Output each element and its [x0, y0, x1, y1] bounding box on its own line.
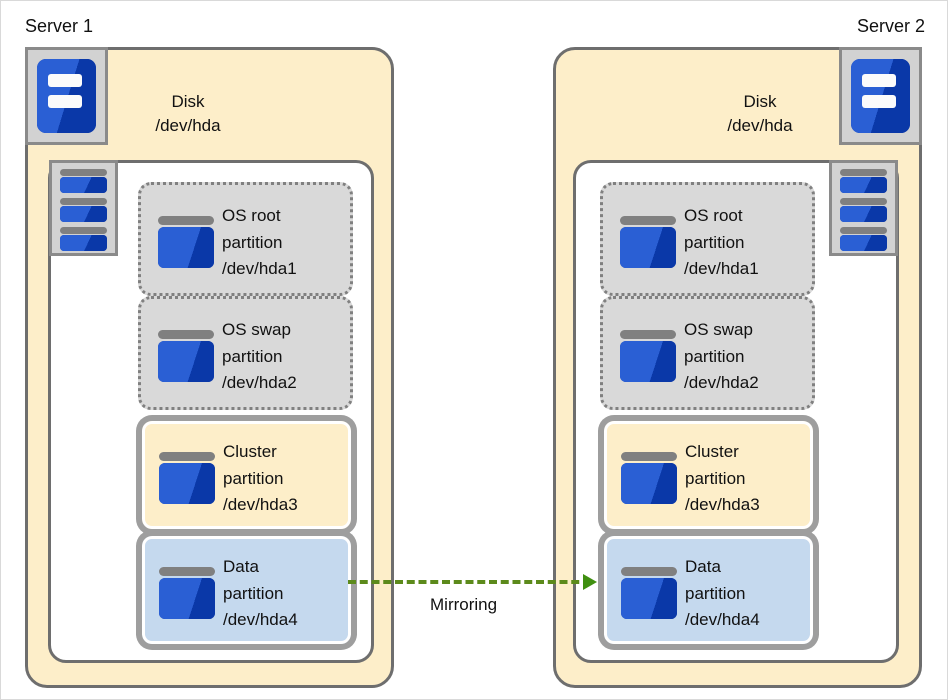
partition-label-line-1: OS swap — [222, 320, 291, 339]
partition-disk-icon — [620, 330, 676, 382]
disk-label-line-1: Disk — [171, 92, 205, 111]
partition-disk-icon — [621, 567, 677, 619]
server-2-partition-cluster[interactable]: Cluster partition /dev/hda3 — [601, 418, 816, 532]
disk-body — [158, 227, 214, 268]
server-1-partition-os-swap[interactable]: OS swap partition /dev/hda2 — [138, 296, 353, 410]
disk-cap — [840, 198, 887, 205]
partition-label-line-2: partition — [685, 583, 746, 603]
disk-body — [620, 227, 676, 268]
partition-label-line-2: partition — [222, 232, 283, 252]
partition-label-line-1: Data — [685, 557, 721, 576]
disk-cap — [840, 227, 887, 234]
disk-body — [840, 206, 887, 222]
mirroring-connector-line — [348, 580, 591, 584]
partition-label-line-1: OS swap — [684, 320, 753, 339]
partition-label-line-3: /dev/hda3 — [223, 495, 298, 514]
partition-label: Cluster partition /dev/hda3 — [223, 439, 298, 519]
partition-label-line-1: OS root — [222, 206, 281, 225]
partition-label-line-2: partition — [223, 468, 284, 488]
partition-disk-icon — [158, 216, 214, 268]
disk-cap — [840, 169, 887, 176]
disk-cap — [158, 330, 214, 339]
disk-cap — [60, 198, 107, 205]
mirroring-label: Mirroring — [430, 595, 498, 614]
server-icon-bar-top — [48, 74, 82, 87]
partition-disk-icon — [158, 330, 214, 382]
disk-body — [621, 463, 677, 504]
disk-body — [159, 578, 215, 619]
disk-cap — [60, 169, 107, 176]
partition-label-line-3: /dev/hda4 — [223, 610, 298, 629]
disk-cap — [620, 330, 676, 339]
disk-body — [621, 578, 677, 619]
partition-label-line-1: Cluster — [223, 442, 277, 461]
partition-label-line-1: OS root — [684, 206, 743, 225]
server-icon-bar-bottom — [48, 95, 82, 108]
disk-body — [620, 341, 676, 382]
partition-label: OS root partition /dev/hda1 — [222, 203, 297, 283]
server-icon-bar-bottom — [862, 95, 896, 108]
partition-label: Data partition /dev/hda4 — [685, 554, 760, 634]
server-1-tower-icon — [25, 47, 108, 145]
partition-label-line-2: partition — [223, 583, 284, 603]
disk-cap — [621, 452, 677, 461]
partition-label-line-3: /dev/hda2 — [684, 373, 759, 392]
disk-cap — [620, 216, 676, 225]
partition-disk-icon — [159, 452, 215, 504]
server-2-title: Server 2 — [857, 16, 926, 36]
partition-label-line-3: /dev/hda1 — [222, 259, 297, 278]
disk-cap — [159, 567, 215, 576]
disk-body — [840, 177, 887, 193]
partition-label-line-2: partition — [222, 346, 283, 366]
server-tower-icon-body — [851, 59, 910, 133]
partition-label: OS swap partition /dev/hda2 — [684, 317, 759, 397]
partition-label-line-3: /dev/hda1 — [684, 259, 759, 278]
partition-label-line-3: /dev/hda2 — [222, 373, 297, 392]
partition-label-line-2: partition — [684, 232, 745, 252]
disk-cap — [621, 567, 677, 576]
disk-cap — [60, 227, 107, 234]
server-1-partition-os-root[interactable]: OS root partition /dev/hda1 — [138, 182, 353, 296]
partition-disk-icon — [620, 216, 676, 268]
disk-label-line-2: /dev/hda — [155, 116, 221, 135]
server-2-tower-icon — [839, 47, 922, 145]
disk-body — [60, 177, 107, 193]
partition-label-line-1: Data — [223, 557, 259, 576]
partition-label-line-2: partition — [684, 346, 745, 366]
partition-label: Data partition /dev/hda4 — [223, 554, 298, 634]
server-1-title: Server 1 — [25, 16, 94, 36]
disk-label-line-2: /dev/hda — [727, 116, 793, 135]
server-1-partition-data[interactable]: Data partition /dev/hda4 — [139, 533, 354, 647]
disk-body — [159, 463, 215, 504]
server-2-disk-stack-icon — [829, 160, 898, 256]
partition-label-line-3: /dev/hda4 — [685, 610, 760, 629]
disk-body — [158, 341, 214, 382]
partition-disk-icon — [159, 567, 215, 619]
server-1-disk-stack-icon — [49, 160, 118, 256]
server-2-partition-os-root[interactable]: OS root partition /dev/hda1 — [600, 182, 815, 296]
server-tower-icon-body — [37, 59, 96, 133]
partition-label: OS root partition /dev/hda1 — [684, 203, 759, 283]
partition-label: Cluster partition /dev/hda3 — [685, 439, 760, 519]
disk-body — [840, 235, 887, 251]
partition-label: OS swap partition /dev/hda2 — [222, 317, 297, 397]
partition-label-line-2: partition — [685, 468, 746, 488]
partition-label-line-1: Cluster — [685, 442, 739, 461]
server-1-disk-label: Disk /dev/hda — [108, 90, 268, 138]
disk-body — [60, 235, 107, 251]
disk-cap — [159, 452, 215, 461]
mirroring-arrowhead-icon — [583, 574, 597, 590]
disk-body — [60, 206, 107, 222]
server-icon-bar-top — [862, 74, 896, 87]
disk-cap — [158, 216, 214, 225]
server-2-disk-label: Disk /dev/hda — [680, 90, 840, 138]
disk-label-line-1: Disk — [743, 92, 777, 111]
partition-disk-icon — [621, 452, 677, 504]
partition-label-line-3: /dev/hda3 — [685, 495, 760, 514]
server-1-partition-cluster[interactable]: Cluster partition /dev/hda3 — [139, 418, 354, 532]
server-2-partition-data[interactable]: Data partition /dev/hda4 — [601, 533, 816, 647]
server-2-partition-os-swap[interactable]: OS swap partition /dev/hda2 — [600, 296, 815, 410]
